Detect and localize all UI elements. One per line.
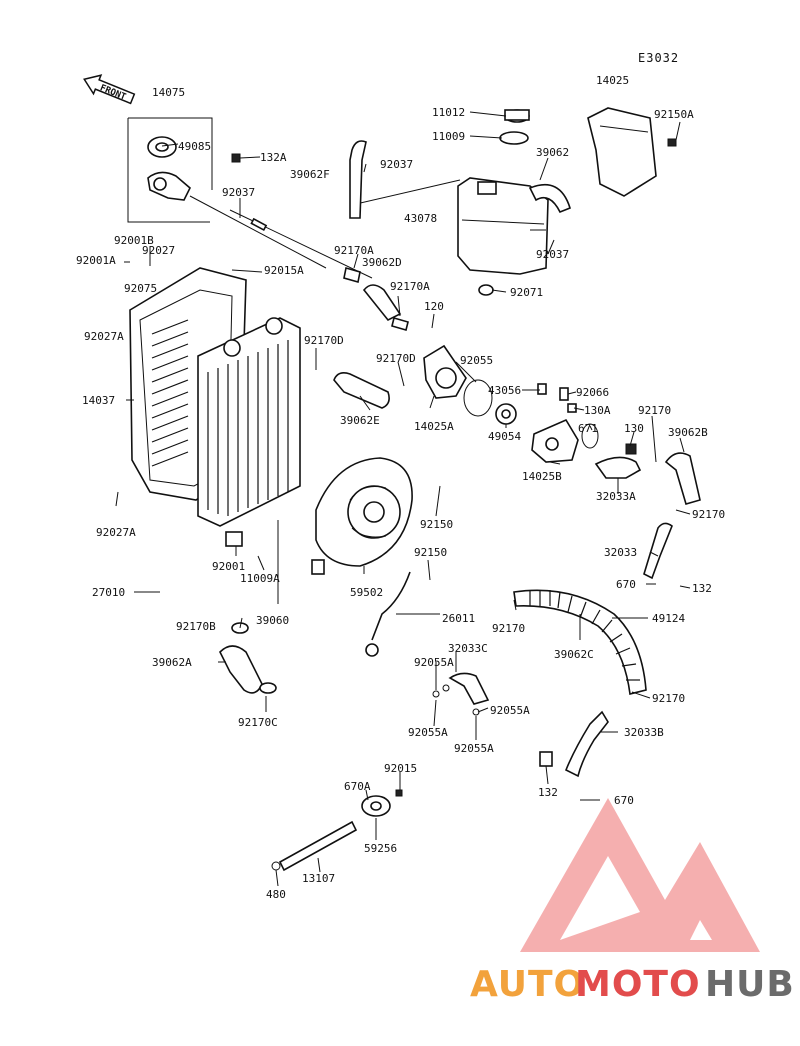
callout-14025B: 14025B <box>522 470 562 483</box>
callout-11009A: 11009A <box>240 572 280 585</box>
cooling-fan <box>311 457 413 575</box>
callout-39062: 39062 <box>536 146 569 159</box>
watermark-auto: AUTO <box>470 964 585 1005</box>
callout-39062E: 39062E <box>340 414 380 427</box>
callout-130: 130 <box>624 422 644 435</box>
callout-14025A: 14025A <box>414 420 454 433</box>
callout-92055A-a: 92055A <box>414 656 454 669</box>
callout-32033C: 32033C <box>448 642 488 655</box>
reservoir-bracket <box>587 107 657 197</box>
callout-92170D-b: 92170D <box>376 352 416 365</box>
callout-120: 120 <box>424 300 444 313</box>
callout-39062F: 39062F <box>290 168 330 181</box>
leader-lines <box>115 111 691 887</box>
callout-132A: 132A <box>260 151 287 164</box>
callout-92027: 92027 <box>142 244 175 257</box>
watermark-text: AUTO MOTO HUB <box>470 964 795 1005</box>
callout-26011: 26011 <box>442 612 475 625</box>
callout-670-a: 670 <box>616 578 636 591</box>
callout-92170-b: 92170 <box>692 508 725 521</box>
callout-92015: 92015 <box>384 762 417 775</box>
watermark-logo <box>520 798 760 952</box>
reservoir-tank <box>457 109 571 296</box>
callout-130A: 130A <box>584 404 611 417</box>
callout-14075: 14075 <box>152 86 185 99</box>
callout-43078: 43078 <box>404 212 437 225</box>
callout-480: 480 <box>266 888 286 901</box>
callout-39062A: 39062A <box>152 656 192 669</box>
callout-92001B: 92001B <box>114 234 154 247</box>
callout-13107: 13107 <box>302 872 335 885</box>
callout-92055A-d: 92055A <box>454 742 494 755</box>
fan-wire <box>371 571 411 641</box>
callout-43056: 43056 <box>488 384 521 397</box>
callout-132: 132 <box>692 582 712 595</box>
callout-59502: 59502 <box>350 586 383 599</box>
callout-92071: 92071 <box>510 286 543 299</box>
hose-39062E <box>333 372 390 409</box>
hose-39062D <box>362 284 402 322</box>
callout-92170-c: 92170 <box>492 622 525 635</box>
callout-92001A: 92001A <box>76 254 116 267</box>
water-pump-group <box>423 344 579 463</box>
watermark-moto: MOTO <box>575 964 701 1005</box>
callout-92150-a: 92150 <box>420 518 453 531</box>
thermostat-housing-group <box>127 117 241 223</box>
callout-92075: 92075 <box>124 282 157 295</box>
callout-92037-a: 92037 <box>222 186 255 199</box>
callout-49054: 49054 <box>488 430 521 443</box>
callout-92055A-c: 92055A <box>408 726 448 739</box>
callout-49124: 49124 <box>652 612 685 625</box>
callout-92170D-a: 92170D <box>304 334 344 347</box>
callout-39062B: 39062B <box>668 426 708 439</box>
callout-92170A-a: 92170A <box>334 244 374 257</box>
radiator-core <box>197 317 301 547</box>
callout-59256: 59256 <box>364 842 397 855</box>
callout-92170-d: 92170 <box>652 692 685 705</box>
callout-27010: 27010 <box>92 586 125 599</box>
callout-92055A-b: 92055A <box>490 704 530 717</box>
callout-labels: 14075 49085 132A 92037 39062F 92037 1101… <box>76 74 725 901</box>
callout-14037: 14037 <box>82 394 115 407</box>
callout-92037-c: 92037 <box>536 248 569 261</box>
hose-39062C <box>513 589 647 695</box>
callout-92015A: 92015A <box>264 264 304 277</box>
front-arrow-icon: FRONT <box>83 74 136 105</box>
callout-92037-b: 92037 <box>380 158 413 171</box>
callout-49085: 49085 <box>178 140 211 153</box>
callout-39062C: 39062C <box>554 648 594 661</box>
callout-92150A: 92150A <box>654 108 694 121</box>
callout-32033B: 32033B <box>624 726 664 739</box>
callout-39062D: 39062D <box>362 256 402 269</box>
callout-92055: 92055 <box>460 354 493 367</box>
callout-92027A-bottom: 92027A <box>96 526 136 539</box>
hose-39062A <box>219 645 263 694</box>
callout-670-b: 670 <box>614 794 634 807</box>
callout-92170B: 92170B <box>176 620 216 633</box>
callout-32033A: 32033A <box>596 490 636 503</box>
callout-14025: 14025 <box>596 74 629 87</box>
callout-132-b: 132 <box>538 786 558 799</box>
diagram-code: E3032 <box>638 51 679 65</box>
callout-671: 671 <box>578 422 598 435</box>
callout-92066: 92066 <box>576 386 609 399</box>
callout-39060: 39060 <box>256 614 289 627</box>
callout-11012: 11012 <box>432 106 465 119</box>
watermark-hub: HUB <box>705 964 795 1005</box>
callout-11009: 11009 <box>432 130 465 143</box>
callout-92150-b: 92150 <box>414 546 447 559</box>
callout-32033: 32033 <box>604 546 637 559</box>
callout-92001: 92001 <box>212 560 245 573</box>
callout-92170-a: 92170 <box>638 404 671 417</box>
callout-92027A-top: 92027A <box>84 330 124 343</box>
callout-92170A-b: 92170A <box>390 280 430 293</box>
callout-670A: 670A <box>344 780 371 793</box>
callout-92170C: 92170C <box>238 716 278 729</box>
